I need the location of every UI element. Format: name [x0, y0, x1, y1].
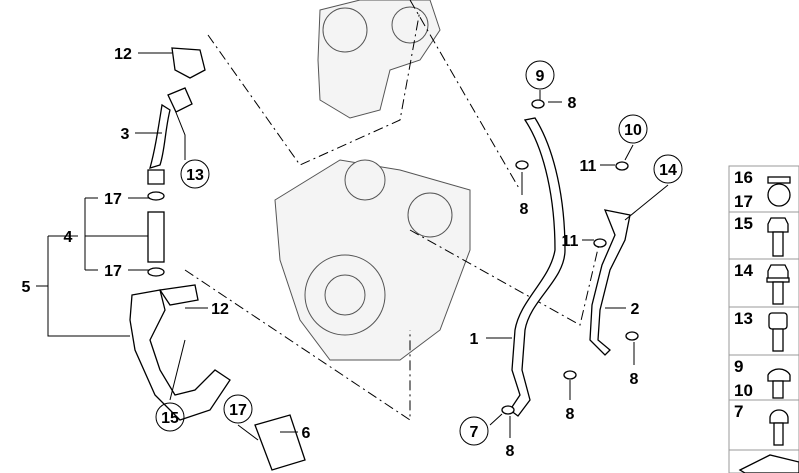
- panel-label-16: 16: [734, 168, 753, 187]
- callout-9: 9: [536, 68, 545, 85]
- panel-label-14: 14: [734, 261, 753, 280]
- callout-8: 8: [520, 201, 529, 218]
- callout-5: 5: [22, 279, 31, 296]
- washers: [501, 99, 639, 415]
- oil-return-pipe-upper: [147, 47, 206, 185]
- callout-3: 3: [121, 126, 130, 143]
- banjo-bolt-icon: [767, 368, 791, 399]
- callout-10: 10: [624, 122, 642, 139]
- hex-bolt-icon: [767, 217, 789, 257]
- callout-13: 13: [186, 167, 204, 184]
- panel-label-7: 7: [734, 402, 743, 421]
- callout-17: 17: [104, 191, 122, 208]
- callout-circles: [155, 60, 683, 446]
- panel-label-13: 13: [734, 309, 753, 328]
- callout-8: 8: [506, 443, 515, 460]
- callout-8: 8: [630, 371, 639, 388]
- panel-label-15: 15: [734, 214, 753, 233]
- callout-8: 8: [566, 406, 575, 423]
- turbocharger-upper: [317, 0, 441, 119]
- callout-12: 12: [211, 301, 229, 318]
- callout-7: 7: [470, 424, 479, 441]
- oil-feed-line-2: [589, 209, 631, 356]
- callout-15: 15: [161, 410, 179, 427]
- callout-labels: 12 3 13 17 4 5 17 12 15 17 6 9 8 8 10 11…: [22, 46, 677, 460]
- panel-label-17: 17: [734, 192, 753, 211]
- callout-8: 8: [568, 95, 577, 112]
- hardware-panel: 16 17 15 14 13 9 10 7: [728, 165, 799, 473]
- turbocharger-lower: [274, 159, 471, 361]
- socket-cap-screw-icon: [768, 312, 788, 352]
- callout-2: 2: [631, 301, 640, 318]
- callout-17: 17: [229, 402, 247, 419]
- panel-label-9: 9: [734, 357, 743, 376]
- callout-4: 4: [64, 229, 73, 246]
- guide-lines: [184, 0, 601, 421]
- hose-clamp-icon: [767, 176, 791, 207]
- oil-feed-line-1: [509, 117, 566, 417]
- callout-12: 12: [114, 46, 132, 63]
- callout-6: 6: [302, 425, 311, 442]
- banjo-bolt-small-icon: [769, 409, 789, 446]
- flange-bolt-icon: [766, 264, 790, 305]
- sleeve-and-orings: [147, 191, 165, 277]
- leader-lines: [36, 52, 669, 441]
- callout-17: 17: [104, 263, 122, 280]
- callout-11: 11: [580, 158, 597, 175]
- callout-1: 1: [470, 331, 479, 348]
- callout-14: 14: [659, 162, 677, 179]
- callout-11: 11: [562, 233, 579, 250]
- oil-return-pipe-lower: [129, 284, 306, 471]
- panel-label-10: 10: [734, 381, 753, 400]
